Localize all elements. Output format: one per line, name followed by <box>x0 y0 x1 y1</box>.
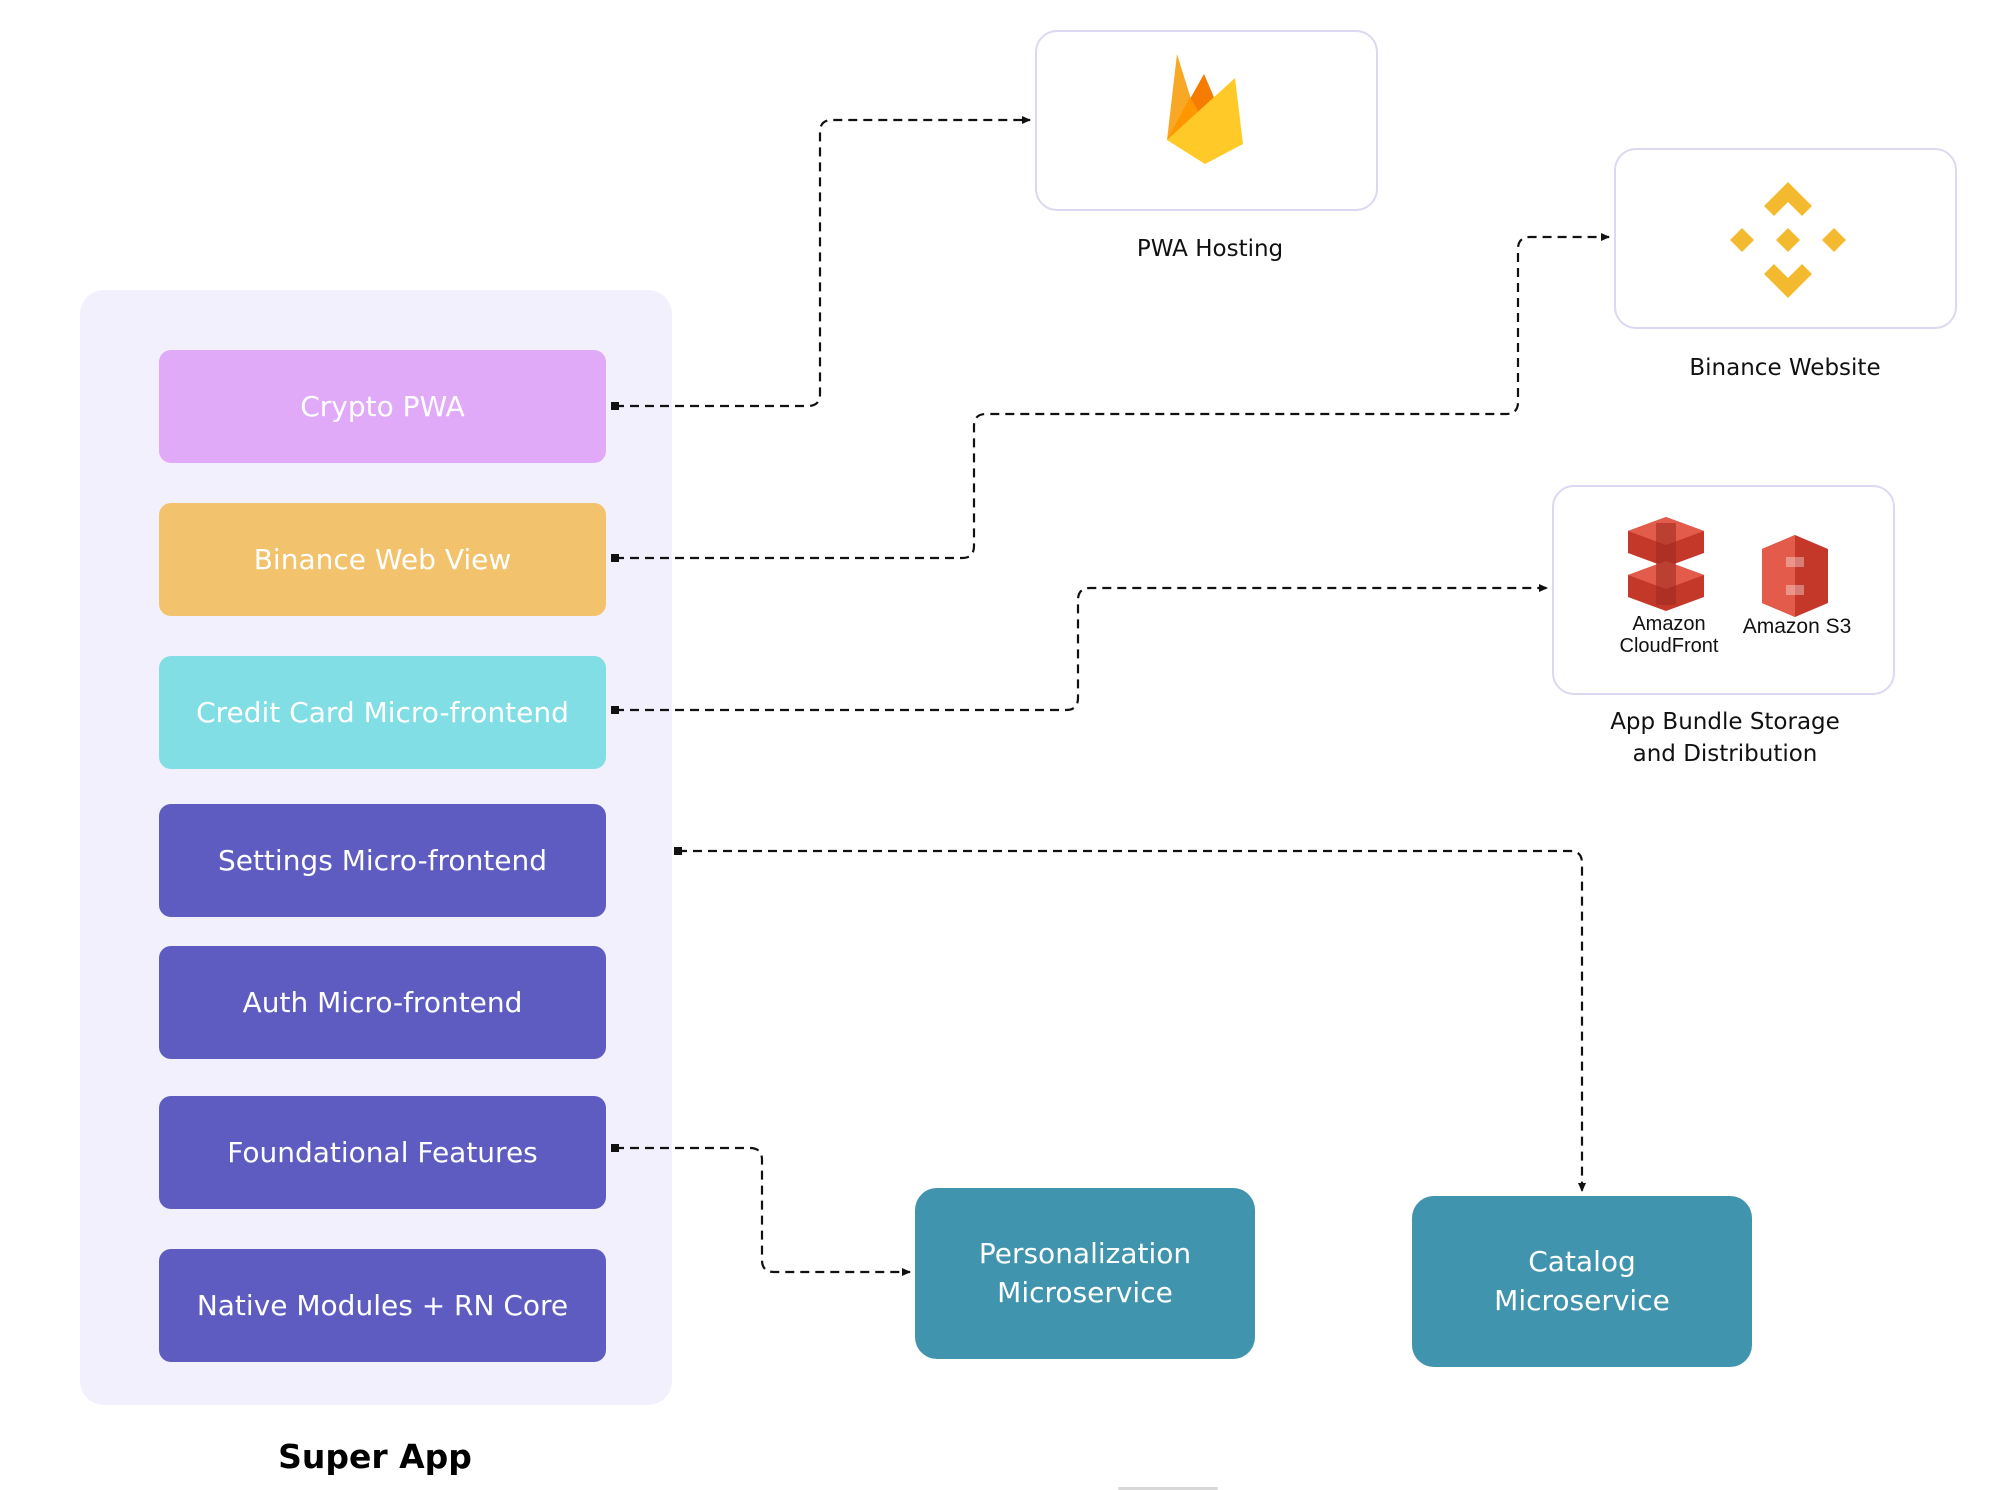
personalization-microservice[interactable]: Personalization Microservice <box>915 1188 1255 1359</box>
connector-binance-web-view-to-binance-website <box>615 233 1610 560</box>
module-label: Settings Micro-frontend <box>217 844 548 877</box>
connector-start-square <box>611 554 619 562</box>
binance-icon <box>1730 182 1846 298</box>
module-label: Auth Micro-frontend <box>242 986 523 1019</box>
module-foundational-features[interactable]: Foundational Features <box>159 1096 606 1209</box>
scroll-indicator <box>1118 1487 1218 1490</box>
module-label: Binance Web View <box>253 543 512 576</box>
connector-start-square <box>611 402 619 410</box>
module-native-modules-rn-core[interactable]: Native Modules + RN Core <box>159 1249 606 1362</box>
module-credit-card-micro-frontend[interactable]: Credit Card Micro-frontend <box>159 656 606 769</box>
personalization-label: Personalization Microservice <box>978 1236 1192 1309</box>
firebase-icon <box>1167 54 1243 164</box>
connector-foundational-to-personalization <box>615 1146 911 1276</box>
module-settings-micro-frontend[interactable]: Settings Micro-frontend <box>159 804 606 917</box>
pwa-hosting-card[interactable] <box>1035 30 1378 211</box>
module-label: Foundational Features <box>227 1136 538 1169</box>
module-label: Credit Card Micro-frontend <box>196 696 569 729</box>
amazon-cloudfront-icon <box>1628 517 1704 611</box>
catalog-label: Catalog Microservice <box>1494 1244 1670 1317</box>
module-auth-micro-frontend[interactable]: Auth Micro-frontend <box>159 946 606 1059</box>
binance-website-caption: Binance Website <box>1689 355 1881 381</box>
connector-crypto-pwa-to-pwa-hosting <box>615 116 1031 408</box>
catalog-microservice[interactable]: Catalog Microservice <box>1412 1196 1752 1367</box>
module-label: Crypto PWA <box>300 390 465 423</box>
connector-start-square <box>674 847 682 855</box>
connector-start-square <box>611 706 619 714</box>
connector-start-square <box>611 1144 619 1152</box>
cloudfront-label: Amazon CloudFront <box>1619 613 1719 657</box>
app-bundle-storage-card[interactable]: Amazon CloudFront Amazon S3 <box>1552 485 1895 695</box>
module-label: Native Modules + RN Core <box>196 1289 569 1322</box>
module-binance-web-view[interactable]: Binance Web View <box>159 503 606 616</box>
app-bundle-storage-caption: App Bundle Storage and Distribution <box>1610 709 1840 767</box>
amazon-s3-icon <box>1762 535 1828 617</box>
connector-credit-card-to-bundle-storage <box>615 584 1548 712</box>
module-crypto-pwa[interactable]: Crypto PWA <box>159 350 606 463</box>
connector-super-app-to-catalog <box>678 849 1586 1192</box>
s3-label: Amazon S3 <box>1742 615 1852 638</box>
binance-website-card[interactable] <box>1614 148 1957 329</box>
super-app-title: Super App <box>278 1437 472 1476</box>
pwa-hosting-caption: PWA Hosting <box>1136 236 1284 262</box>
